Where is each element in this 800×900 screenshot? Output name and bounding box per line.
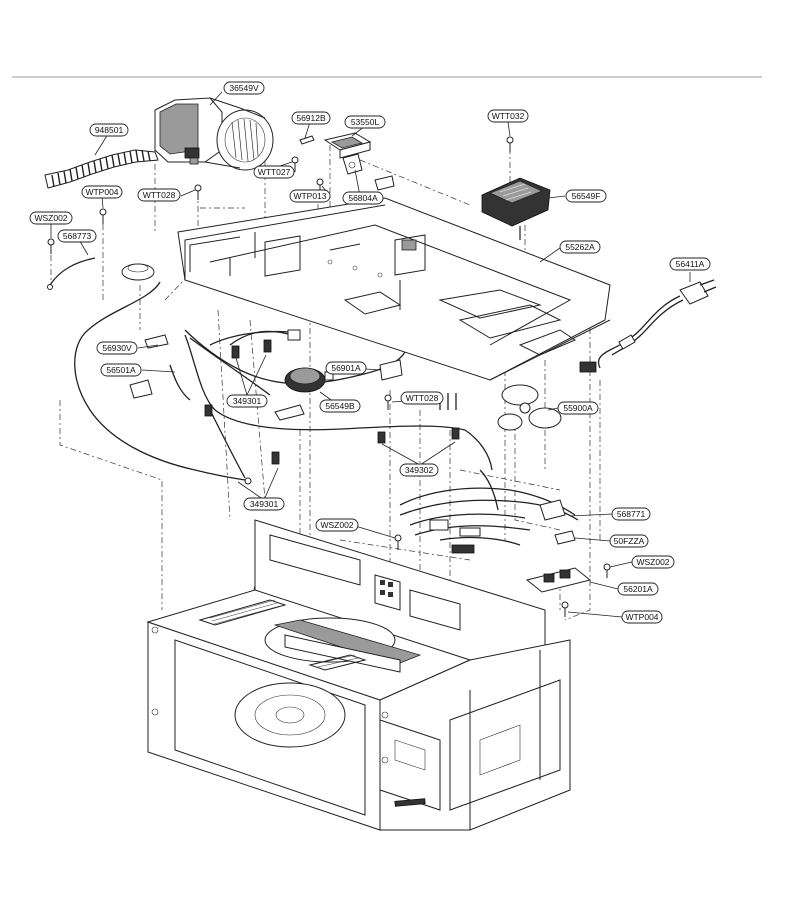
svg-text:56901A: 56901A	[331, 363, 361, 373]
label-56804A: 56804A	[342, 191, 384, 205]
label-53550L: 53550L	[344, 115, 386, 129]
label-WTT028-top: WTT028	[137, 188, 181, 202]
svg-text:56501A: 56501A	[106, 365, 136, 375]
svg-text:36549V: 36549V	[229, 83, 259, 93]
svg-text:56411A: 56411A	[676, 259, 705, 269]
label-56930V: 56930V	[96, 341, 138, 355]
svg-text:349301: 349301	[250, 499, 279, 509]
label-56901A: 56901A	[325, 361, 367, 375]
small-hardware-top	[47, 132, 514, 254]
svg-text:WTT028: WTT028	[406, 393, 439, 403]
power-cord-56411A	[579, 279, 717, 373]
label-55262A: 55262A	[559, 240, 601, 254]
label-56501A: 56501A	[100, 363, 142, 377]
label-55900A: 55900A	[557, 401, 599, 415]
label-349301-lower: 349301	[243, 497, 285, 511]
label-36549V: 36549V	[223, 81, 265, 95]
svg-text:53550L: 53550L	[351, 117, 380, 127]
leader-lines	[50, 91, 691, 618]
svg-text:56804A: 56804A	[348, 193, 378, 203]
svg-text:56912B: 56912B	[296, 113, 326, 123]
svg-text:568771: 568771	[617, 509, 646, 519]
svg-text:56549F: 56549F	[572, 191, 601, 201]
sensor-568773	[47, 257, 155, 290]
wiring-harness-56501A	[74, 281, 493, 485]
label-349301-upper: 349301	[226, 394, 268, 408]
label-349302: 349302	[399, 463, 439, 477]
svg-text:56549B: 56549B	[325, 401, 355, 411]
label-WSZ002-top: WSZ002	[29, 211, 73, 225]
svg-text:56201A: 56201A	[623, 584, 653, 594]
svg-text:WTT027: WTT027	[258, 167, 291, 177]
svg-text:50FZZA: 50FZZA	[614, 536, 645, 546]
svg-text:WTP004: WTP004	[85, 187, 118, 197]
label-WSZ002-right: WSZ002	[631, 555, 675, 569]
part-labels: 948501 36549V 56912B 53550L WTT032 WTT02…	[29, 81, 711, 624]
label-50FZZA: 50FZZA	[609, 534, 649, 548]
label-948501: 948501	[89, 123, 129, 137]
label-56201A: 56201A	[617, 582, 659, 596]
svg-text:WSZ002: WSZ002	[320, 520, 353, 530]
svg-text:WTT032: WTT032	[492, 111, 525, 121]
label-WTP004-top: WTP004	[81, 185, 123, 199]
svg-text:WTP013: WTP013	[293, 191, 326, 201]
svg-text:568773: 568773	[63, 231, 92, 241]
harness-568771	[394, 469, 579, 554]
label-56549B: 56549B	[319, 399, 361, 413]
svg-text:WTT028: WTT028	[143, 190, 176, 200]
svg-text:56930V: 56930V	[102, 343, 132, 353]
label-568773: 568773	[57, 229, 97, 243]
turntable-motor-56549B	[284, 367, 334, 393]
svg-text:WSZ002: WSZ002	[636, 557, 669, 567]
svg-text:55262A: 55262A	[565, 242, 595, 252]
label-56411A: 56411A	[669, 257, 711, 271]
svg-text:349302: 349302	[405, 465, 434, 475]
label-WTP004-right: WTP004	[621, 610, 663, 624]
svg-text:349301: 349301	[233, 396, 262, 406]
fan-blade-55900A	[497, 384, 562, 431]
duct-948501	[44, 149, 159, 189]
label-WSZ002-mid: WSZ002	[315, 518, 359, 532]
damper-56549F	[481, 177, 551, 240]
label-WTT028-mid: WTT028	[400, 391, 444, 405]
label-56549F: 56549F	[565, 189, 607, 203]
label-WTT032: WTT032	[487, 109, 529, 123]
svg-text:948501: 948501	[95, 125, 124, 135]
svg-text:55900A: 55900A	[563, 403, 593, 413]
base-plate-55262A	[177, 197, 611, 381]
oven-chassis	[146, 519, 571, 831]
svg-text:WSZ002: WSZ002	[34, 213, 67, 223]
label-568771: 568771	[611, 507, 651, 521]
label-56912B: 56912B	[291, 111, 331, 125]
switch-56901A	[379, 359, 403, 410]
label-WTP013: WTP013	[289, 189, 331, 203]
label-WTT027: WTT027	[253, 165, 295, 179]
blower-motor-36549V	[154, 97, 274, 171]
svg-text:WTP004: WTP004	[625, 612, 658, 622]
